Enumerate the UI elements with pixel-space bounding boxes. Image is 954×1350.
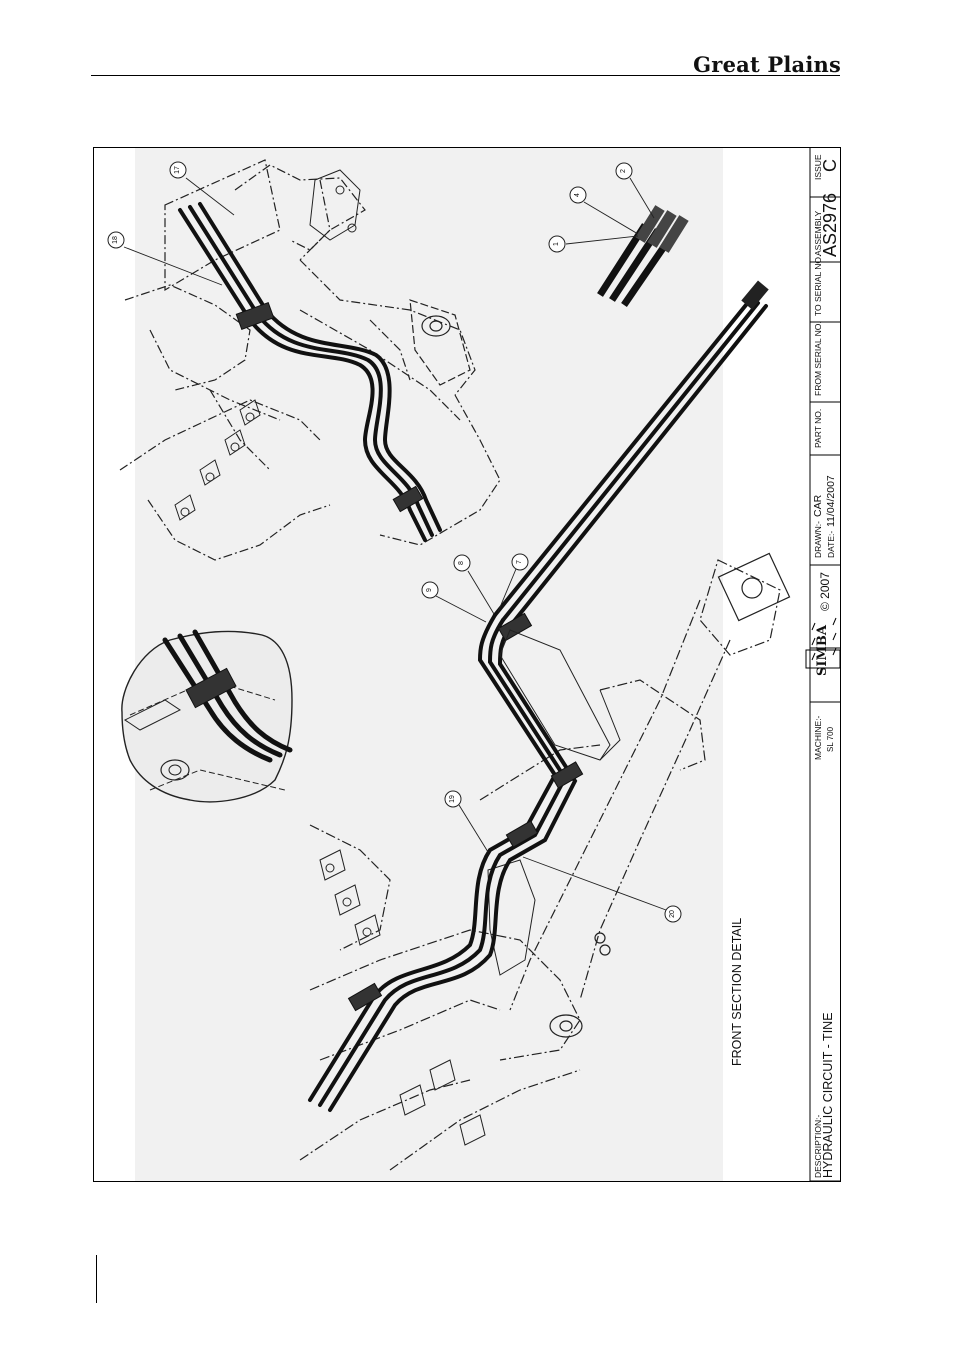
callout-20: 20 xyxy=(667,908,679,920)
part-no-label: PART NO. xyxy=(813,409,823,448)
callout-2: 2 xyxy=(618,165,630,177)
assembly-value: AS2976 xyxy=(820,193,841,257)
callout-7: 7 xyxy=(514,556,526,568)
to-serial-label: TO SERIAL NO. xyxy=(813,255,823,316)
callout-1: 1 xyxy=(551,238,563,250)
from-serial-label: FROM SERIAL NO. xyxy=(813,321,823,396)
view-label: FRONT SECTION DETAIL xyxy=(730,918,744,1066)
description-value: HYDRAULIC CIRCUIT - TINE xyxy=(821,1012,835,1178)
copyright: © 2007 xyxy=(818,572,832,611)
callout-17: 17 xyxy=(172,164,184,176)
callout-19: 19 xyxy=(447,793,459,805)
date-value: 11/04/2007 xyxy=(825,475,837,527)
drawn-label: DRAWN:- xyxy=(813,521,823,558)
issue-value: C xyxy=(820,159,841,172)
callout-4: 4 xyxy=(572,189,584,201)
date-label: DATE:- xyxy=(826,531,836,558)
simba-logo: SIMBA xyxy=(815,625,830,676)
callout-18: 18 xyxy=(110,234,122,246)
callout-8: 8 xyxy=(456,557,468,569)
callout-9: 9 xyxy=(424,584,436,596)
machine-label: MACHINE:- xyxy=(813,716,823,760)
detail-view xyxy=(122,631,292,801)
drawn-value: CAR xyxy=(812,495,824,517)
machine-value: SL 700 xyxy=(826,727,835,752)
